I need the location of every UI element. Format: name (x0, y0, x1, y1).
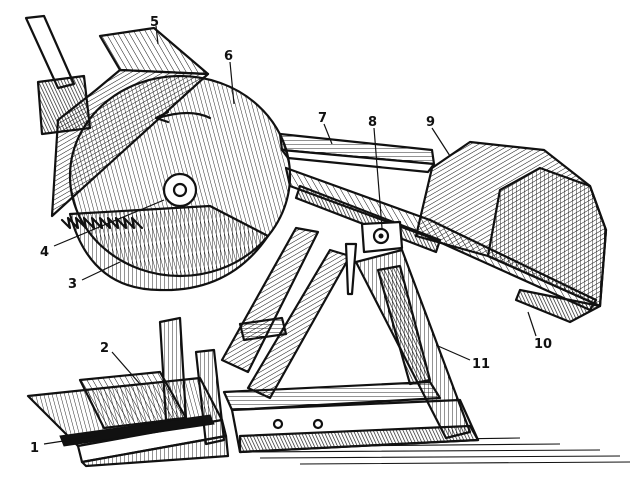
callout-2: 2 (100, 341, 109, 356)
callout-1: 1 (30, 441, 39, 456)
callout-6: 6 (224, 49, 233, 64)
callout-10: 10 (534, 337, 552, 352)
callouts: 1 2 3 4 5 6 7 8 9 10 11 (30, 15, 552, 456)
callout-3: 3 (68, 277, 77, 292)
lower-frame (222, 380, 480, 454)
callout-9: 9 (426, 115, 435, 130)
motor (414, 140, 608, 324)
callout-11: 11 (472, 357, 490, 372)
pivot-bolt (344, 220, 404, 296)
leader-lines (43, 25, 537, 445)
callout-4: 4 (40, 245, 49, 260)
callout-5: 5 (150, 15, 159, 30)
stop-plate (78, 316, 226, 446)
saw-blade (60, 74, 292, 292)
ground-shading (239, 437, 631, 465)
callout-7: 7 (318, 111, 327, 126)
support-legs (220, 226, 472, 440)
callout-8: 8 (368, 115, 377, 130)
